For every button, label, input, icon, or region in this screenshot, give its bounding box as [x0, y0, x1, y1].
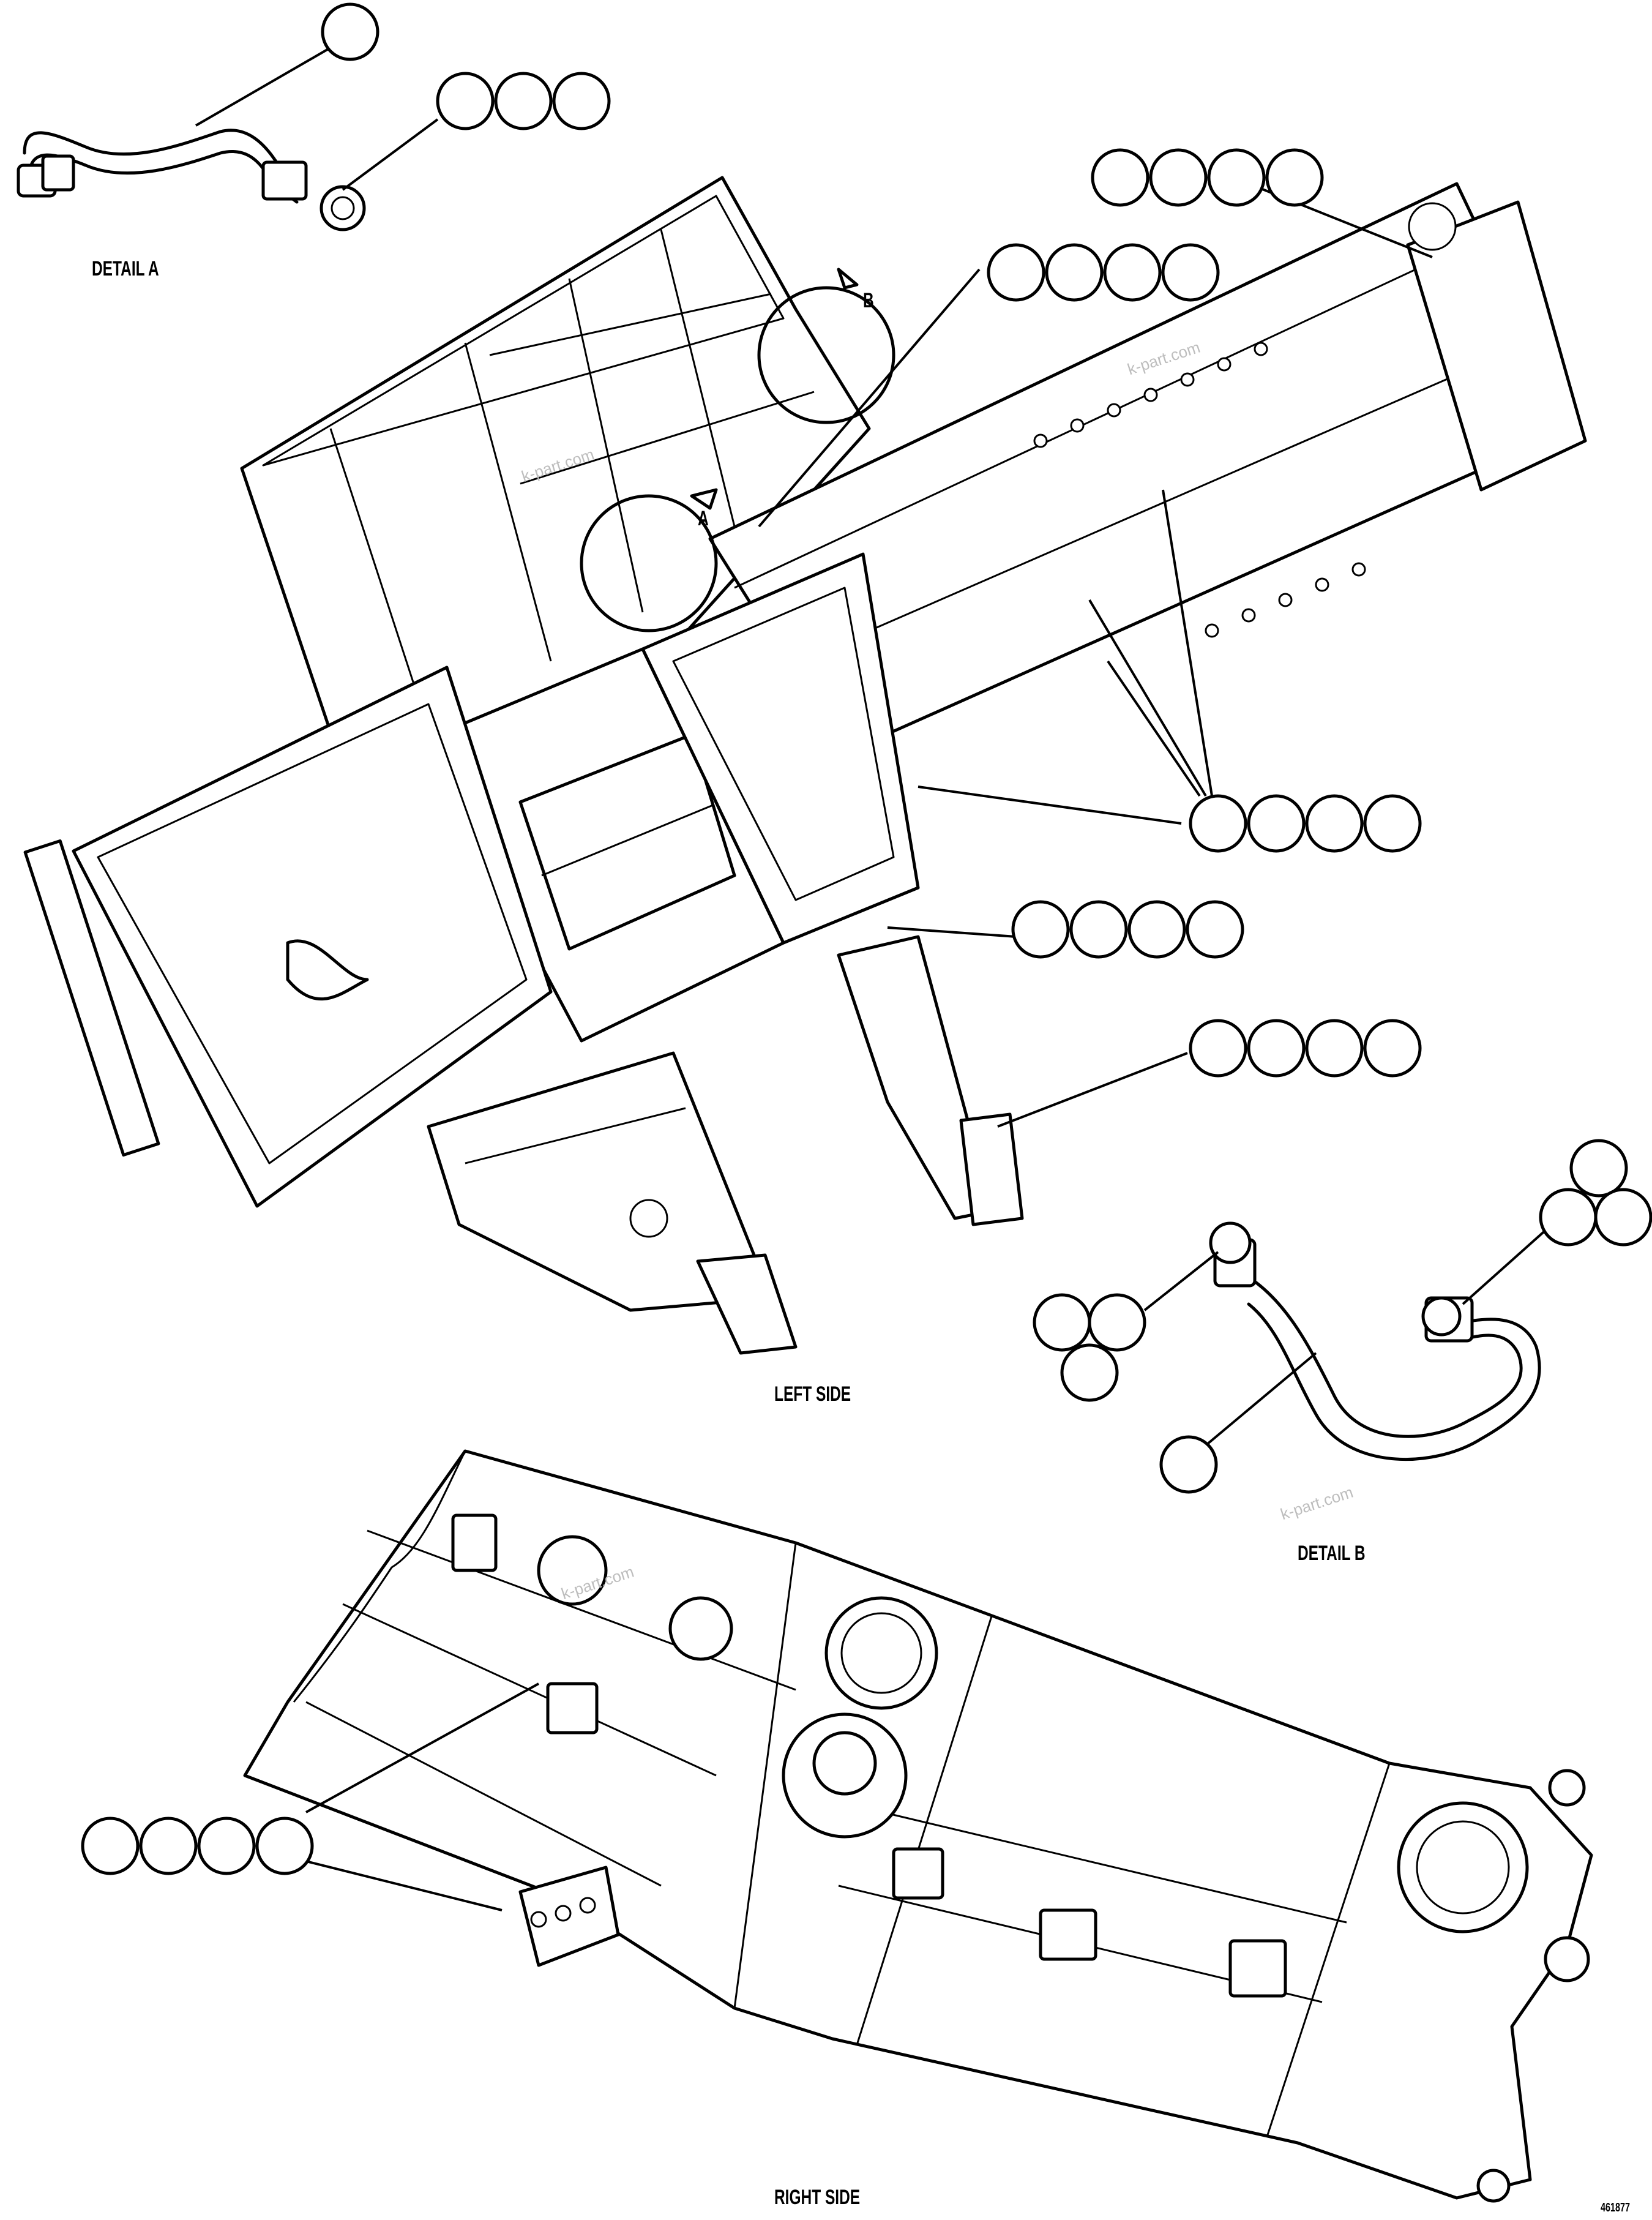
- view-b-label: B: [863, 289, 874, 312]
- callout-bubble: [1363, 1019, 1422, 1078]
- callout-bubble: [1069, 900, 1128, 959]
- callout-bubble: [1159, 1435, 1218, 1494]
- callout-bubble: [1161, 243, 1220, 302]
- callout-bubble: [1033, 1293, 1091, 1352]
- detail-b-label: DETAIL B: [1298, 1542, 1366, 1565]
- callout-bubble: [1363, 794, 1422, 853]
- callout-bubble: [1265, 148, 1324, 207]
- callout-bubble: [1060, 1343, 1119, 1402]
- left-side-label: LEFT SIDE: [774, 1382, 851, 1406]
- callout-bubble: [1103, 243, 1162, 302]
- view-a-label: A: [698, 507, 709, 530]
- callout-bubble: [1247, 794, 1306, 853]
- callout-bubble: [1189, 794, 1247, 853]
- right-side-boom-drawing: [243, 1449, 1593, 2203]
- callout-bubble: [1011, 900, 1070, 959]
- callout-bubble: [1594, 1188, 1652, 1247]
- callout-bubble: [1247, 1019, 1306, 1078]
- callout-bubble: [81, 1817, 140, 1875]
- callout-bubble: [1088, 1293, 1146, 1352]
- detail-b-hose-drawing: [1143, 1221, 1550, 1464]
- callout-bubble: [1305, 1019, 1364, 1078]
- right-side-label: RIGHT SIDE: [774, 2186, 861, 2209]
- callout-bubble: [255, 1817, 314, 1875]
- drawing-number: 461877: [1601, 2201, 1631, 2214]
- callout-bubble: [987, 243, 1045, 302]
- callout-bubble: [321, 2, 379, 61]
- callout-bubble: [1149, 148, 1208, 207]
- callout-bubble: [1045, 243, 1104, 302]
- callout-bubble: [1189, 1019, 1247, 1078]
- left-side-frame-drawing: [23, 170, 1587, 1355]
- callout-bubble: [494, 72, 553, 130]
- detail-a-label: DETAIL A: [92, 257, 159, 280]
- detail-a-hose-drawing: [17, 45, 439, 231]
- callout-bubble: [436, 72, 495, 130]
- callout-bubble: [1186, 900, 1244, 959]
- callout-bubble: [1539, 1188, 1598, 1247]
- callout-bubble: [1305, 794, 1364, 853]
- callout-bubble: [1091, 148, 1149, 207]
- callout-bubble: [139, 1817, 198, 1875]
- callout-bubble: [1569, 1139, 1628, 1198]
- callout-bubble: [552, 72, 611, 130]
- callout-bubble: [197, 1817, 256, 1875]
- callout-bubble: [1207, 148, 1266, 207]
- callout-bubble: [1127, 900, 1186, 959]
